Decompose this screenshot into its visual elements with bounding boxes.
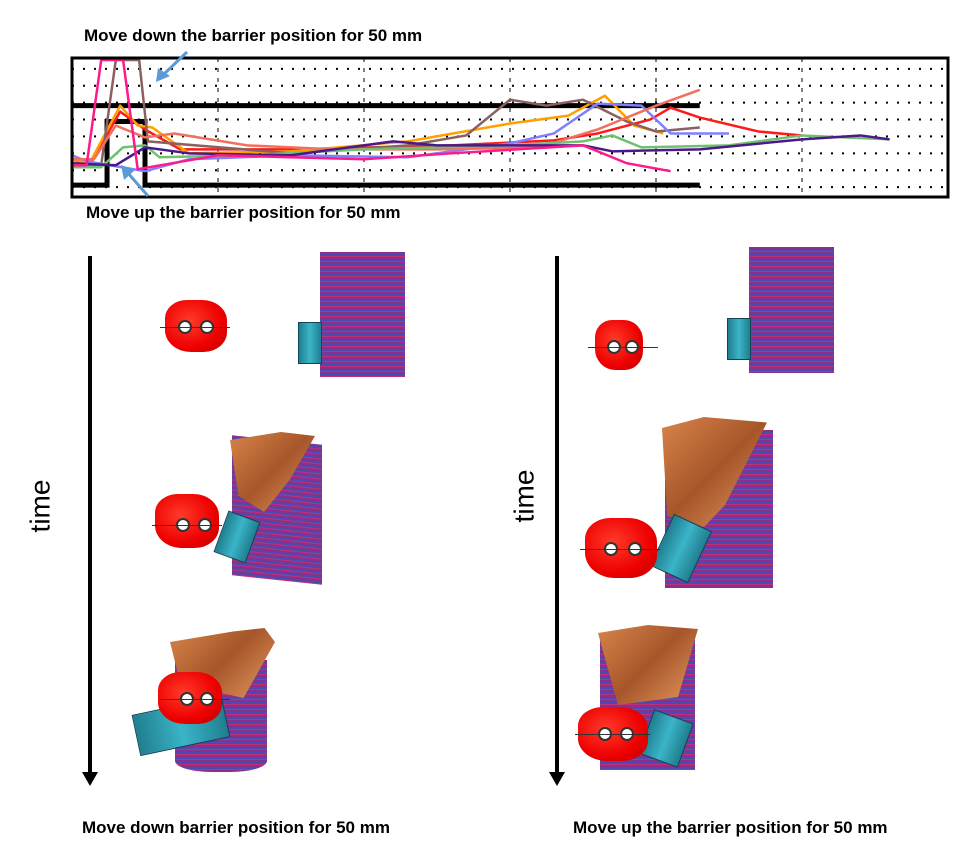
left-caption: Move down barrier position for 50 mm — [82, 818, 390, 837]
reference-line-lower-limit — [72, 119, 700, 188]
series-line-salmon — [72, 88, 701, 161]
time-label-right: time — [508, 469, 540, 523]
series-line-blue-violet — [71, 102, 729, 173]
headform — [165, 300, 227, 352]
time-arrow-left — [82, 256, 98, 786]
barrier — [320, 252, 405, 377]
series-line-pink — [72, 58, 671, 173]
series-line-purple — [71, 134, 890, 167]
series-line-orange — [71, 94, 664, 165]
barrier — [749, 247, 834, 373]
top-annotation: Move down the barrier position for 50 mm — [84, 26, 423, 45]
right-caption: Move up the barrier position for 50 mm — [573, 818, 888, 837]
headform — [585, 518, 657, 578]
bumper — [298, 322, 322, 364]
series-line-green — [72, 134, 890, 169]
down-arrow — [156, 50, 189, 82]
bumper — [727, 318, 751, 360]
line-chart — [70, 50, 950, 199]
series-line-red — [71, 106, 803, 167]
chart-frame — [70, 56, 950, 199]
time-label-left: time — [24, 479, 56, 533]
bottom-annotation: Move up the barrier position for 50 mm — [86, 203, 401, 222]
time-arrow-right — [549, 256, 565, 786]
up-arrow — [121, 165, 150, 197]
